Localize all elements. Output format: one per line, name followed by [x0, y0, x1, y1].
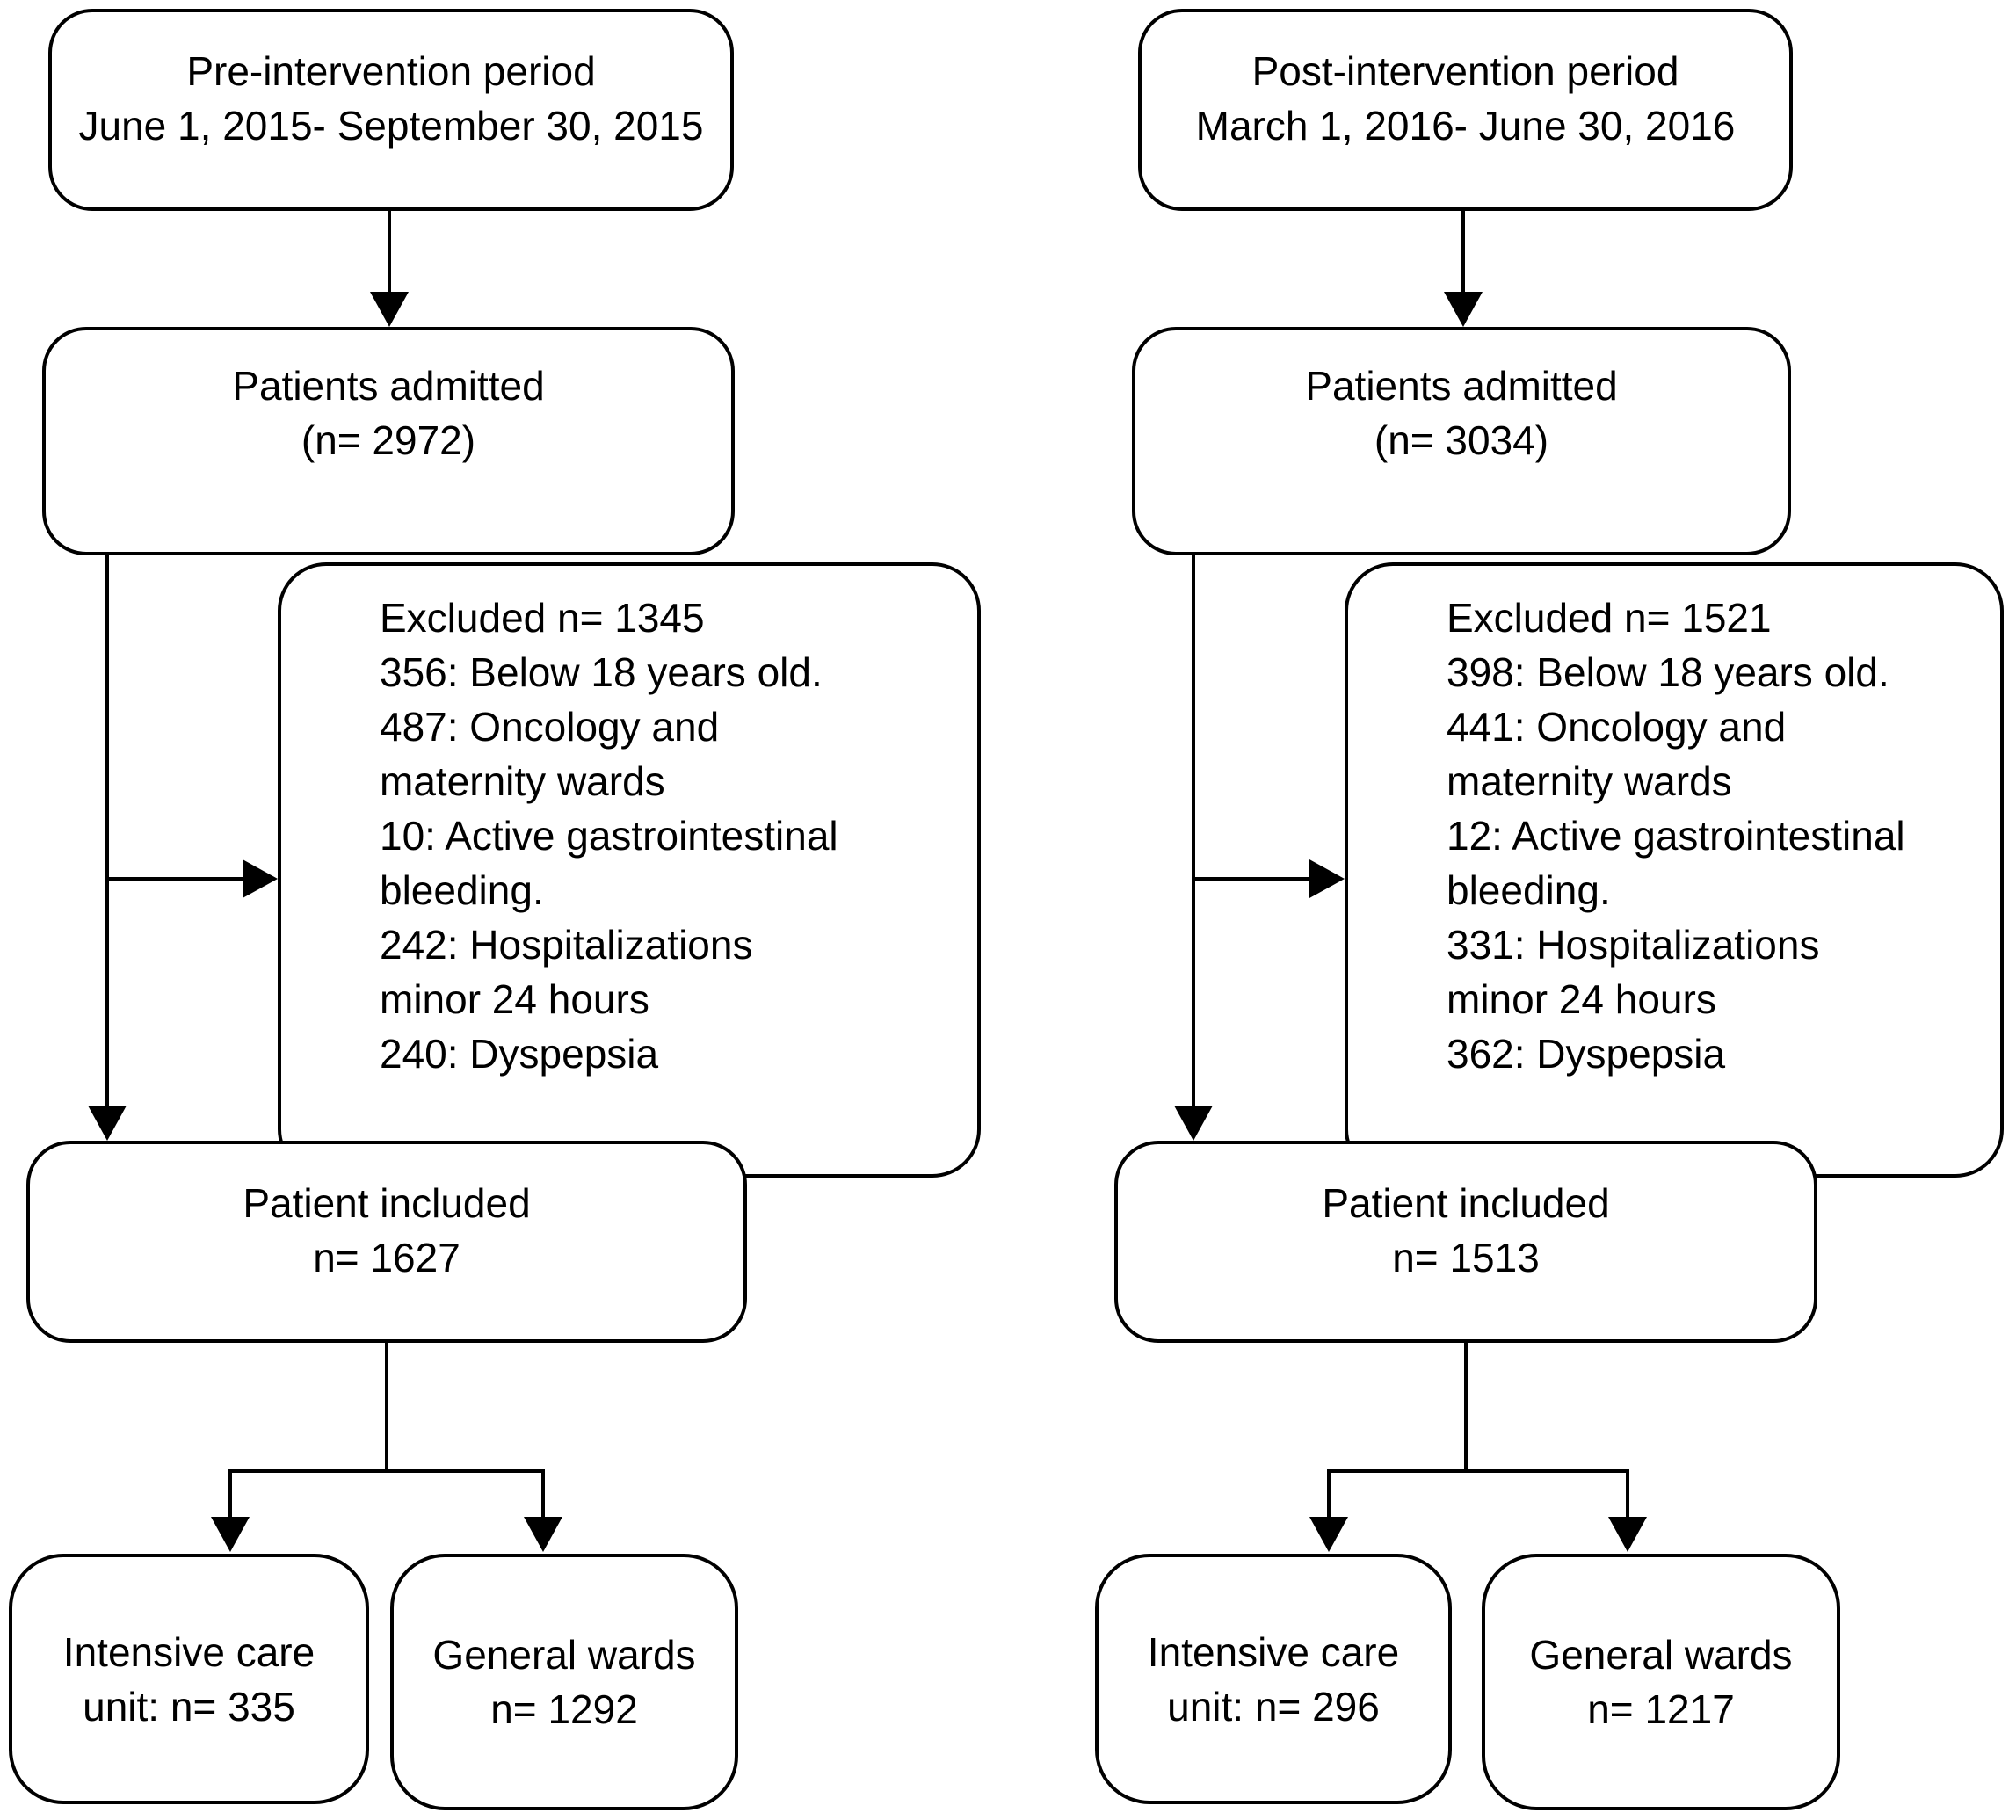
admitted-box-pre: Patients admitted (n= 2972): [42, 327, 735, 555]
excluded-reason-post: 398: Below 18 years old.: [1447, 649, 1889, 695]
wards-label-post: General wards: [1529, 1632, 1793, 1678]
connector-line: [1626, 1469, 1629, 1522]
period-box-post: Post-intervention period March 1, 2016- …: [1138, 9, 1793, 211]
general-wards-box-post: General wards n= 1217: [1482, 1554, 1840, 1810]
period-title-post: Post-intervention period: [1251, 48, 1679, 94]
connector-line: [1327, 1469, 1331, 1522]
admitted-title-post: Patients admitted: [1305, 363, 1618, 409]
arrow-down-icon: [524, 1517, 562, 1552]
arrow-down-icon: [211, 1517, 250, 1552]
excluded-reason-post: 12: Active gastrointestinal: [1447, 813, 1905, 859]
icu-label-pre: Intensive care: [62, 1628, 315, 1675]
included-count-post: n= 1513: [1392, 1235, 1540, 1280]
connector-line: [1327, 1469, 1629, 1473]
admitted-count-post: (n= 3034): [1374, 417, 1549, 463]
connector-line: [1192, 554, 1195, 1107]
included-box-pre: Patient included n= 1627: [26, 1141, 747, 1343]
wards-count-pre: n= 1292: [490, 1686, 638, 1732]
icu-count-post: unit: n= 296: [1167, 1683, 1380, 1729]
arrow-right-icon: [1309, 859, 1345, 898]
excluded-reason-post: maternity wards: [1447, 758, 1732, 804]
wards-count-post: n= 1217: [1587, 1686, 1735, 1732]
admitted-count-pre: (n= 2972): [301, 417, 476, 463]
arrow-down-icon: [1174, 1106, 1213, 1141]
excluded-reason-post: bleeding.: [1447, 867, 1611, 913]
period-title-pre: Pre-intervention period: [186, 48, 596, 94]
connector-line: [105, 554, 109, 1107]
connector-line: [107, 877, 246, 881]
icu-count-pre: unit: n= 335: [83, 1683, 295, 1729]
period-box-pre: Pre-intervention period June 1, 2015- Se…: [48, 9, 734, 211]
connector-line: [385, 1343, 388, 1473]
connector-line: [1461, 211, 1465, 295]
connector-line: [1193, 877, 1313, 881]
excluded-reason-pre: minor 24 hours: [380, 976, 649, 1022]
excluded-reason-pre: 487: Oncology and: [380, 704, 720, 750]
arrow-down-icon: [1309, 1517, 1348, 1552]
period-dates-pre: June 1, 2015- September 30, 2015: [78, 103, 704, 149]
arrow-down-icon: [1444, 292, 1483, 327]
arrow-down-icon: [370, 292, 409, 327]
excluded-box-post: Excluded n= 1521 398: Below 18 years old…: [1345, 562, 2004, 1178]
excluded-total-post: Excluded n= 1521: [1447, 595, 1772, 641]
period-dates-post: March 1, 2016- June 30, 2016: [1195, 103, 1736, 149]
included-title-pre: Patient included: [243, 1180, 531, 1226]
excluded-reason-pre: bleeding.: [380, 867, 544, 913]
excluded-box-pre: Excluded n= 1345 356: Below 18 years old…: [278, 562, 981, 1178]
icu-box-post: Intensive care unit: n= 296: [1095, 1554, 1452, 1804]
connector-line: [1464, 1343, 1468, 1473]
connector-line: [228, 1469, 232, 1522]
excluded-reason-pre: 356: Below 18 years old.: [380, 649, 823, 695]
connector-line: [388, 211, 391, 295]
admitted-box-post: Patients admitted (n= 3034): [1132, 327, 1791, 555]
excluded-reason-post: 362: Dyspepsia: [1447, 1031, 1726, 1077]
admitted-title-pre: Patients admitted: [232, 363, 545, 409]
excluded-reason-pre: maternity wards: [380, 758, 665, 804]
connector-line: [228, 1469, 545, 1473]
excluded-reason-post: 441: Oncology and: [1447, 704, 1787, 750]
excluded-reason-pre: 240: Dyspepsia: [380, 1031, 659, 1077]
connector-line: [541, 1469, 545, 1522]
icu-box-pre: Intensive care unit: n= 335: [9, 1554, 369, 1804]
icu-label-post: Intensive care: [1147, 1628, 1400, 1675]
arrow-down-icon: [88, 1106, 127, 1141]
wards-label-pre: General wards: [432, 1632, 696, 1678]
excluded-reason-pre: 10: Active gastrointestinal: [380, 813, 838, 859]
excluded-total-pre: Excluded n= 1345: [380, 595, 705, 641]
arrow-down-icon: [1608, 1517, 1647, 1552]
excluded-reason-post: minor 24 hours: [1447, 976, 1716, 1022]
arrow-right-icon: [243, 859, 278, 898]
included-box-post: Patient included n= 1513: [1114, 1141, 1817, 1343]
general-wards-box-pre: General wards n= 1292: [390, 1554, 738, 1810]
included-count-pre: n= 1627: [313, 1235, 460, 1280]
excluded-reason-post: 331: Hospitalizations: [1447, 922, 1820, 968]
excluded-reason-pre: 242: Hospitalizations: [380, 922, 753, 968]
included-title-post: Patient included: [1322, 1180, 1610, 1226]
